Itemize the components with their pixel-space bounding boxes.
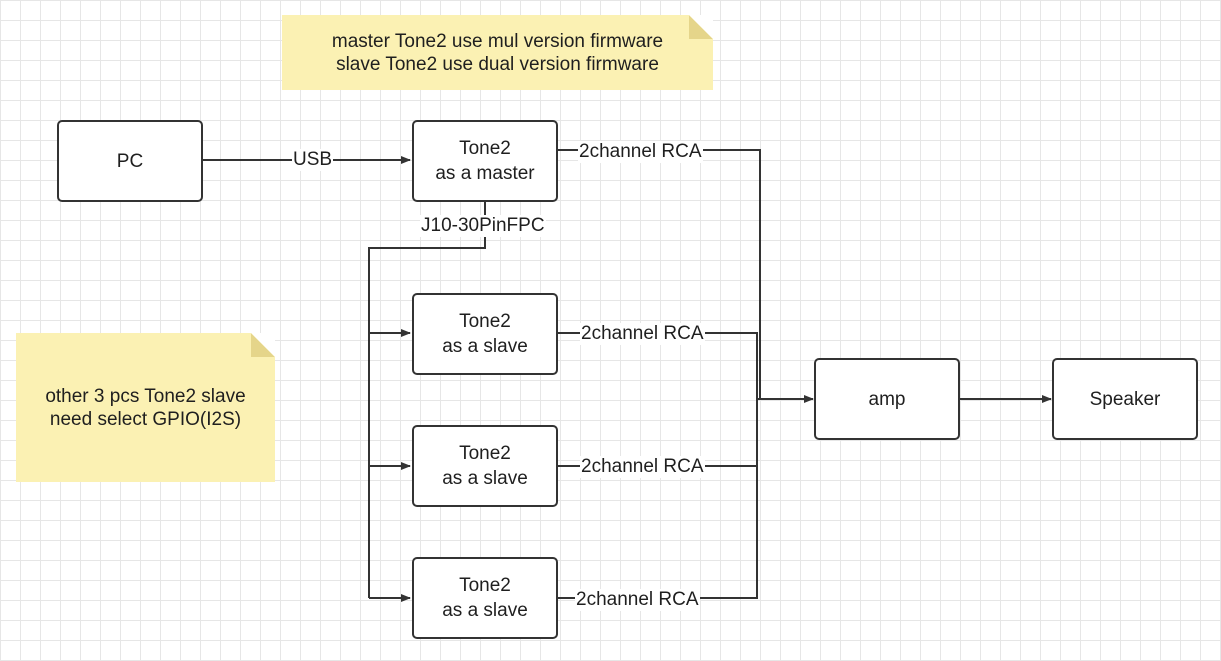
rca-slave3-edge-label: 2channel RCA (575, 589, 700, 611)
rca-slave3-connector (557, 399, 758, 599)
usb-edge-label: USB (292, 149, 334, 171)
rca-master-connector (557, 149, 761, 399)
tone2-master-node[interactable]: Tone2 as a master (412, 120, 558, 202)
tone2-slave2-subtitle: as a slave (442, 468, 528, 489)
note-fold-corner (251, 333, 275, 357)
speaker-node-label: Speaker (1089, 388, 1161, 410)
firmware-note-line2: slave Tone2 use dual version firmware (336, 53, 659, 75)
rca-slave1-edge-label: 2channel RCA (580, 323, 705, 345)
tone2-slave3-node[interactable]: Tone2 as a slave (412, 557, 558, 639)
rca-slave2-edge-label: 2channel RCA (580, 456, 705, 478)
tone2-slave3-subtitle: as a slave (442, 600, 528, 621)
pc-node-label: PC (116, 150, 144, 172)
rca-master-edge-label: 2channel RCA (578, 141, 703, 163)
tone2-slave2-title: Tone2 (459, 443, 511, 464)
tone2-slave1-subtitle: as a slave (442, 336, 528, 357)
firmware-note-line1: master Tone2 use mul version firmware (331, 30, 664, 52)
tone2-master-title: Tone2 (459, 138, 511, 159)
gpio-note-line2: need select GPIO(I2S) (49, 408, 242, 430)
tone2-slave1-node[interactable]: Tone2 as a slave (412, 293, 558, 375)
gpio-note: other 3 pcs Tone2 slave need select GPIO… (16, 333, 275, 482)
tone2-master-subtitle: as a master (435, 163, 535, 184)
tone2-slave1-title: Tone2 (459, 311, 511, 332)
gpio-note-line1: other 3 pcs Tone2 slave (45, 385, 246, 407)
fpc-edge-label: J10-30PinFPC (420, 215, 546, 237)
speaker-node[interactable]: Speaker (1052, 358, 1198, 440)
fpc-connector (368, 202, 486, 598)
pc-node[interactable]: PC (57, 120, 203, 202)
amp-node[interactable]: amp (814, 358, 960, 440)
firmware-note: master Tone2 use mul version firmware sl… (282, 15, 713, 90)
amp-node-label: amp (868, 388, 906, 410)
tone2-slave2-node[interactable]: Tone2 as a slave (412, 425, 558, 507)
tone2-slave3-title: Tone2 (459, 575, 511, 596)
note-fold-corner (689, 15, 713, 39)
